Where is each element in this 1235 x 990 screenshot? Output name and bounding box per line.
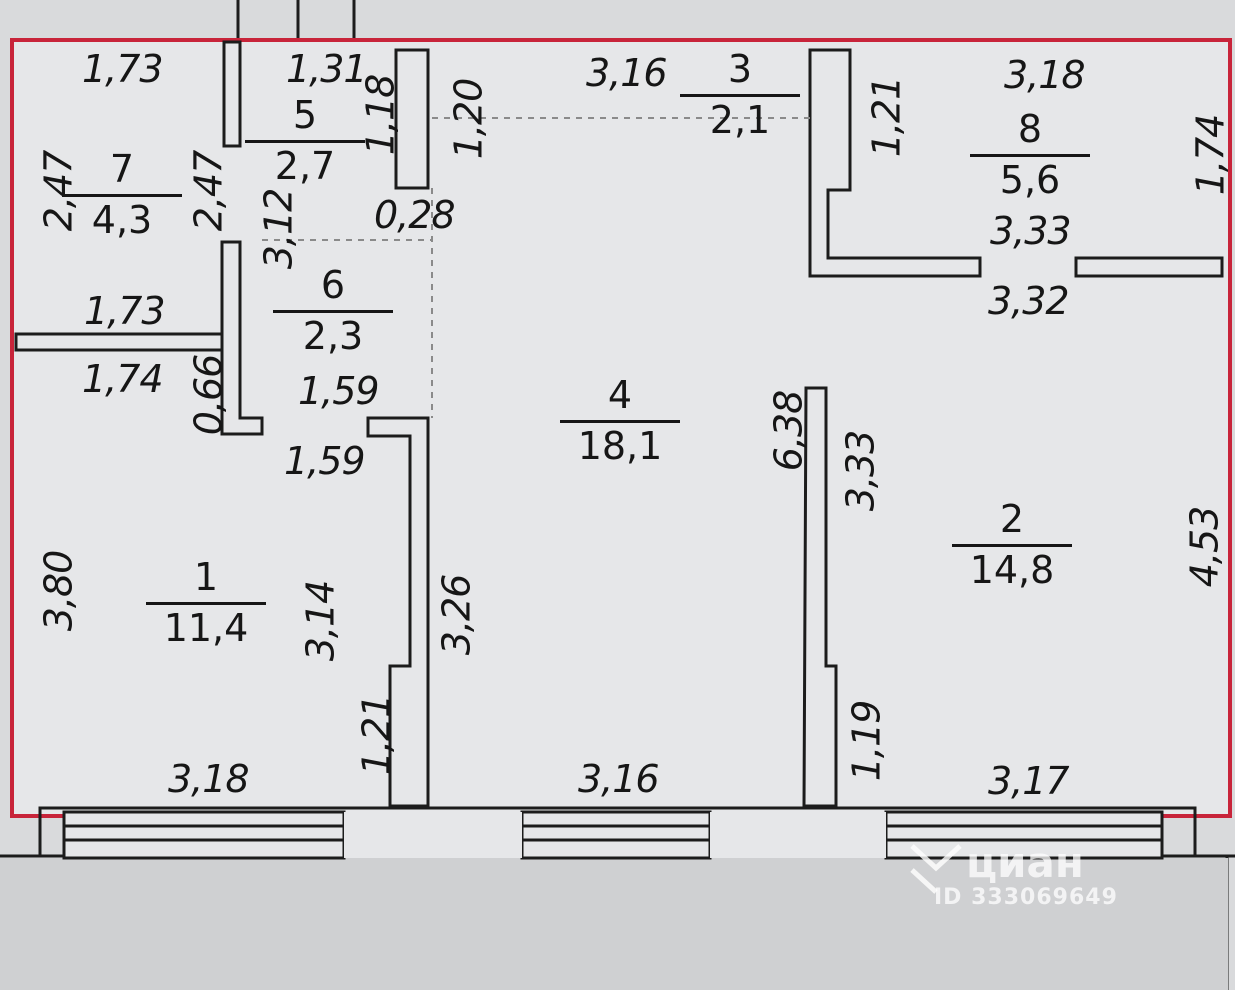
dim-room8-bottom: 3,33 <box>990 209 1072 253</box>
dim-room1-door: 1,21 <box>354 694 399 776</box>
dim-room7-right: 2,47 <box>186 150 231 232</box>
dim-room7-bottom: 1,73 <box>84 289 166 333</box>
watermark-brand: циан <box>966 838 1084 887</box>
dim-room7-left: 2,47 <box>36 150 81 232</box>
dim-room1-nook: 0,66 <box>186 354 231 436</box>
dim-room2-bottom: 3,17 <box>988 759 1070 803</box>
dim-room2-door: 1,19 <box>844 700 889 782</box>
dim-room2-left: 3,33 <box>838 430 883 512</box>
dim-hall-corner: 0,28 <box>374 193 456 237</box>
dim-hall-left-lower: 3,26 <box>434 574 479 656</box>
dim-room1-top: 1,74 <box>82 357 164 401</box>
watermark-logo-icon <box>910 844 962 894</box>
watermark-id: ID 333069649 <box>934 885 1118 910</box>
dim-hall-top: 3,16 <box>586 51 668 95</box>
dim-hall-right: 6,38 <box>766 390 811 472</box>
room-number: 8 <box>1017 107 1043 151</box>
dim-room7-top: 1,73 <box>82 47 164 91</box>
room-1-label: 1 11,4 <box>146 555 266 649</box>
room-number: 3 <box>727 47 753 91</box>
room-number: 2 <box>999 497 1025 541</box>
dim-room6-bottom: 1,59 <box>298 369 380 413</box>
room-5-label: 5 2,7 <box>245 93 365 187</box>
dim-room2-right: 4,53 <box>1182 506 1227 588</box>
dim-hall-left-upper: 1,20 <box>446 78 491 160</box>
plan-paper <box>10 38 1232 818</box>
room-area: 11,4 <box>146 601 266 649</box>
room-4-label: 4 18,1 <box>560 373 680 467</box>
dim-room2-top: 3,32 <box>988 279 1070 323</box>
room-number: 5 <box>292 93 318 137</box>
dim-room5-top: 1,31 <box>286 47 368 91</box>
dim-room5-left: 3,12 <box>256 188 301 270</box>
interior-walls <box>14 40 1224 808</box>
riser-lines <box>236 0 356 38</box>
room-7-label: 7 4,3 <box>62 147 182 241</box>
room-area: 14,8 <box>952 543 1072 591</box>
room-number: 7 <box>109 147 135 191</box>
room-area: 2,1 <box>680 93 800 141</box>
dim-room1-right-top: 1,59 <box>284 439 366 483</box>
window-left <box>62 810 346 860</box>
dim-hall-bottom: 3,16 <box>578 757 660 801</box>
room-area: 2,7 <box>245 139 365 187</box>
room-3-label: 3 2,1 <box>680 47 800 141</box>
room-8-label: 8 5,6 <box>970 107 1090 201</box>
dim-room5-right: 1,18 <box>358 74 403 156</box>
dim-room8-right: 1,74 <box>1188 114 1233 196</box>
room-area: 5,6 <box>970 153 1090 201</box>
dim-room1-bottom: 3,18 <box>168 757 250 801</box>
room-area: 4,3 <box>62 193 182 241</box>
dim-room8-top: 3,18 <box>1004 53 1086 97</box>
room-2-label: 2 14,8 <box>952 497 1072 591</box>
dashed-boundaries <box>262 117 810 418</box>
watermark: циан ID 333069649 <box>900 838 1118 910</box>
window-middle <box>520 810 712 860</box>
room-number: 4 <box>607 373 633 417</box>
dim-room3-side: 1,21 <box>864 76 909 158</box>
room-area: 18,1 <box>560 419 680 467</box>
room-6-label: 6 2,3 <box>273 263 393 357</box>
dim-room1-right: 3,14 <box>298 580 343 662</box>
dim-room1-left: 3,80 <box>36 550 81 632</box>
room-area: 2,3 <box>273 309 393 357</box>
room-number: 6 <box>320 263 346 307</box>
room-number: 1 <box>193 555 219 599</box>
